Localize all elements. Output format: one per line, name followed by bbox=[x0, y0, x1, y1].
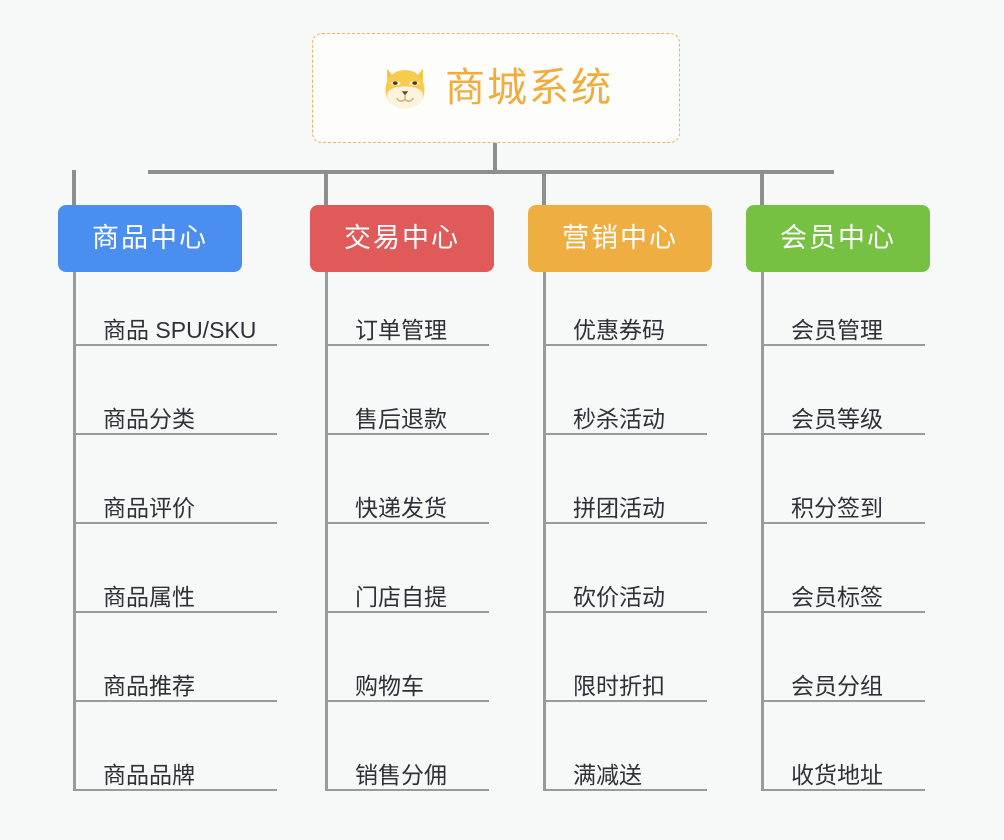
leaf-item-label: 订单管理 bbox=[355, 316, 447, 343]
leaf-item[interactable]: 砍价活动 bbox=[543, 567, 707, 613]
category-box-1[interactable]: 商品中心 bbox=[58, 205, 242, 272]
leaf-item[interactable]: 满减送 bbox=[543, 745, 707, 791]
category-spine-3 bbox=[543, 272, 546, 791]
leaf-item-label: 会员标签 bbox=[791, 583, 883, 610]
category-box-2[interactable]: 交易中心 bbox=[310, 205, 494, 272]
leaf-item-label: 销售分佣 bbox=[355, 761, 447, 788]
leaf-item-label: 秒杀活动 bbox=[573, 405, 665, 432]
leaf-item[interactable]: 秒杀活动 bbox=[543, 389, 707, 435]
leaf-item-label: 商品属性 bbox=[103, 583, 195, 610]
category-box-4[interactable]: 会员中心 bbox=[746, 205, 930, 272]
leaf-item[interactable]: 订单管理 bbox=[325, 300, 489, 346]
leaf-item[interactable]: 商品 SPU/SKU bbox=[73, 300, 277, 346]
leaf-item[interactable]: 会员等级 bbox=[761, 389, 925, 435]
leaf-item[interactable]: 优惠券码 bbox=[543, 300, 707, 346]
leaf-item-label: 售后退款 bbox=[355, 405, 447, 432]
category-spine-2 bbox=[325, 272, 328, 791]
dog-face-icon bbox=[379, 62, 431, 114]
category-spine-4 bbox=[761, 272, 764, 791]
leaf-item-label: 快递发货 bbox=[355, 494, 447, 521]
leaf-item-label: 优惠券码 bbox=[573, 316, 665, 343]
leaf-item[interactable]: 商品属性 bbox=[73, 567, 277, 613]
connector-drop-3 bbox=[542, 170, 546, 206]
leaf-item[interactable]: 商品推荐 bbox=[73, 656, 277, 702]
leaf-item-label: 商品 SPU/SKU bbox=[103, 316, 257, 343]
leaf-item[interactable]: 商品分类 bbox=[73, 389, 277, 435]
connector-drop-2 bbox=[324, 170, 328, 206]
leaf-item[interactable]: 收货地址 bbox=[761, 745, 925, 791]
leaf-item-label: 收货地址 bbox=[791, 761, 883, 788]
leaf-item[interactable]: 商品品牌 bbox=[73, 745, 277, 791]
leaf-item[interactable]: 快递发货 bbox=[325, 478, 489, 524]
leaf-item-label: 门店自提 bbox=[355, 583, 447, 610]
connector-drop-4 bbox=[760, 170, 764, 206]
leaf-item-label: 商品分类 bbox=[103, 405, 195, 432]
category-label: 营销中心 bbox=[562, 223, 678, 253]
leaf-item-label: 限时折扣 bbox=[573, 672, 665, 699]
leaf-item-label: 会员管理 bbox=[791, 316, 883, 343]
leaf-item-label: 会员等级 bbox=[791, 405, 883, 432]
leaf-item[interactable]: 售后退款 bbox=[325, 389, 489, 435]
leaf-item-label: 拼团活动 bbox=[573, 494, 665, 521]
leaf-item-label: 满减送 bbox=[573, 761, 642, 788]
category-label: 会员中心 bbox=[780, 223, 896, 253]
leaf-item[interactable]: 商品评价 bbox=[73, 478, 277, 524]
leaf-item[interactable]: 销售分佣 bbox=[325, 745, 489, 791]
leaf-item[interactable]: 门店自提 bbox=[325, 567, 489, 613]
leaf-item[interactable]: 购物车 bbox=[325, 656, 489, 702]
category-label: 交易中心 bbox=[344, 223, 460, 253]
leaf-item[interactable]: 会员标签 bbox=[761, 567, 925, 613]
leaf-item[interactable]: 拼团活动 bbox=[543, 478, 707, 524]
leaf-item-label: 商品评价 bbox=[103, 494, 195, 521]
category-label: 商品中心 bbox=[92, 223, 208, 253]
leaf-item[interactable]: 会员管理 bbox=[761, 300, 925, 346]
connector-drop-1 bbox=[72, 170, 76, 206]
leaf-item-label: 购物车 bbox=[355, 672, 424, 699]
leaf-item-label: 商品品牌 bbox=[103, 761, 195, 788]
root-title: 商城系统 bbox=[445, 66, 613, 110]
leaf-item[interactable]: 限时折扣 bbox=[543, 656, 707, 702]
connector-horizontal-bar bbox=[148, 170, 834, 174]
root-node[interactable]: 商城系统 bbox=[312, 33, 680, 143]
leaf-item-label: 积分签到 bbox=[791, 494, 883, 521]
leaf-item-label: 会员分组 bbox=[791, 672, 883, 699]
category-box-3[interactable]: 营销中心 bbox=[528, 205, 712, 272]
category-spine-1 bbox=[73, 272, 76, 791]
leaf-item-label: 商品推荐 bbox=[103, 672, 195, 699]
connector-root-stem bbox=[493, 143, 497, 172]
leaf-item-label: 砍价活动 bbox=[573, 583, 665, 610]
leaf-item[interactable]: 积分签到 bbox=[761, 478, 925, 524]
leaf-item[interactable]: 会员分组 bbox=[761, 656, 925, 702]
